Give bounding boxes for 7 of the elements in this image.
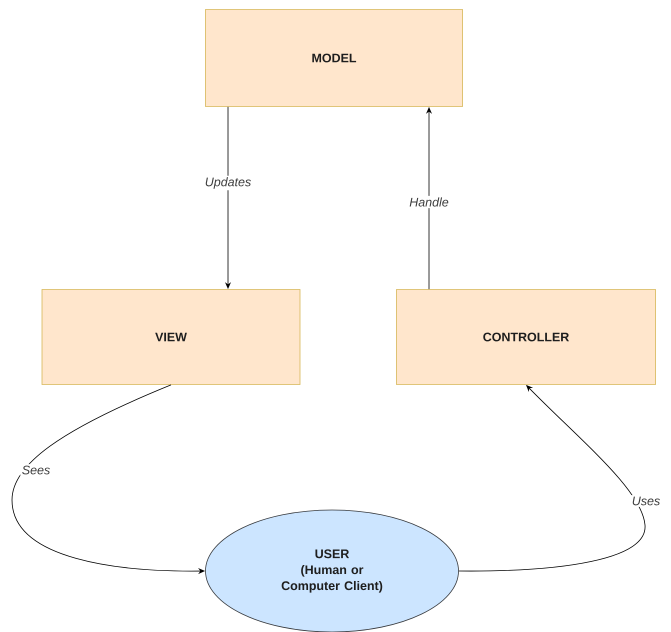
edge-label: Sees — [20, 464, 52, 476]
edge-label: Handle — [408, 196, 450, 208]
process-box: MODEL — [205, 9, 463, 107]
edge-label: Uses — [630, 495, 662, 507]
process-box: VIEW — [42, 289, 300, 385]
edge-label: Updates — [203, 176, 253, 190]
process-box: CONTROLLER — [396, 289, 656, 385]
